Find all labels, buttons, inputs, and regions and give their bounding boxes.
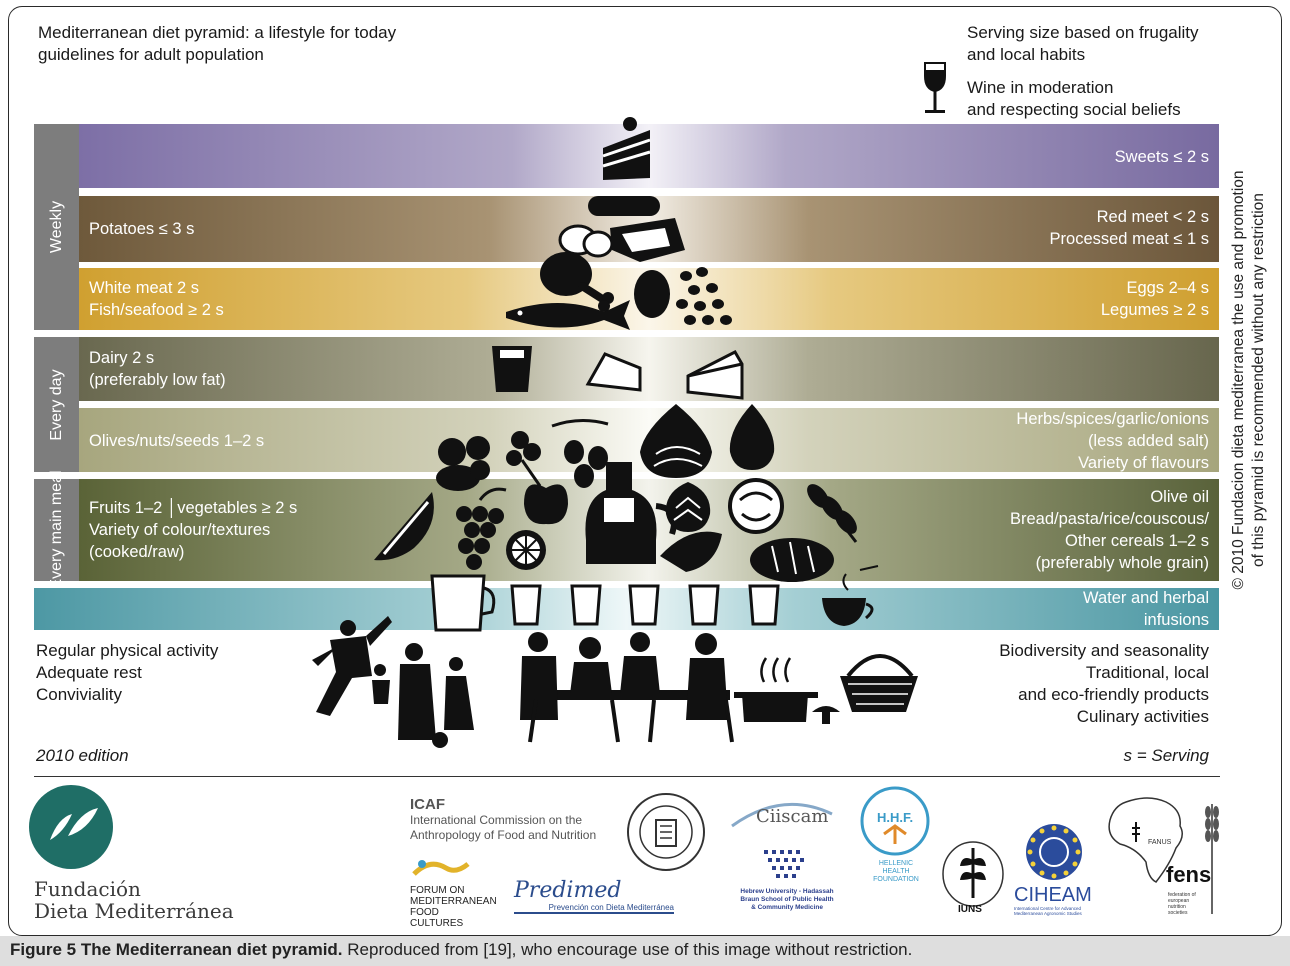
figure-caption: Figure 5 The Mediterranean diet pyramid.… bbox=[0, 936, 1290, 966]
herbs-labels: Herbs/spices/garlic/onions (less added s… bbox=[1016, 410, 1209, 472]
iuns-logo-text: IUNS bbox=[958, 904, 982, 915]
eggs-legumes-labels: Eggs 2–4 s Legumes ≥ 2 s bbox=[1100, 279, 1209, 319]
legumes-icon bbox=[676, 267, 732, 325]
water-glass-icons bbox=[510, 584, 780, 626]
cake-slice-icon bbox=[602, 117, 651, 180]
fish-icon bbox=[506, 300, 630, 330]
artichoke-icon bbox=[665, 482, 711, 532]
wine-glass-icon bbox=[924, 62, 946, 113]
predimed-logo: Predimed Prevención con Dieta Mediterrán… bbox=[514, 878, 674, 914]
fruits-labels: Fruits 1–2 │vegetables ≥ 2 s Variety of … bbox=[89, 499, 298, 561]
hhf-logo-text: HELLENIC HEALTH FOUNDATION bbox=[873, 860, 919, 883]
water-jug-icon bbox=[430, 574, 496, 632]
lifestyle-left: Regular physical activity Adequate rest … bbox=[36, 641, 219, 704]
physical-activity-people-icon bbox=[312, 616, 474, 748]
sausage-icon bbox=[588, 196, 660, 216]
sweets-label: Sweets ≤ 2 s bbox=[1114, 148, 1209, 166]
olives-icon bbox=[551, 419, 609, 488]
figure-frame bbox=[8, 6, 1282, 936]
caption-title: Figure 5 The Mediterranean diet pyramid. bbox=[10, 940, 343, 959]
fens-logo-text: fens bbox=[1166, 862, 1212, 887]
serving-size-note: Serving size based on frugality and loca… bbox=[967, 23, 1199, 64]
footer-divider bbox=[34, 776, 1220, 777]
ciheam-logo-subtext: International Centre for Advanced Medite… bbox=[1014, 906, 1082, 916]
watermelon-icon bbox=[374, 492, 434, 561]
garlic-icon bbox=[729, 404, 775, 470]
band-water: Water and herbal infusions bbox=[34, 588, 1219, 630]
potatoes-label: Potatoes ≤ 3 s bbox=[89, 220, 195, 238]
meat-labels: Red meet < 2 s Processed meat ≤ 1 s bbox=[1049, 208, 1209, 248]
ciheam-logo-icon bbox=[1026, 824, 1082, 880]
band-dairy: Dairy 2 s (preferably low fat) bbox=[79, 337, 1219, 401]
egg-icon bbox=[634, 270, 670, 318]
fundacion-logo-text: Fundación Dieta Mediterránea bbox=[34, 877, 234, 923]
side-label-every-day: Every day bbox=[34, 337, 79, 472]
wheat-icon bbox=[807, 484, 858, 543]
copyright-notice: © 2010 Fundacion dieta mediterranea the … bbox=[1230, 170, 1267, 590]
forum-logo: FORUM ON MEDITERRANEAN FOOD CULTURES bbox=[410, 858, 497, 929]
onion-icon bbox=[640, 404, 712, 478]
teacup-icon bbox=[822, 565, 879, 626]
family-meal-icon bbox=[520, 632, 734, 743]
hhf-logo-label: H.H.F. bbox=[877, 810, 913, 825]
basket-icon bbox=[840, 654, 918, 712]
fanus-africa-map-icon: FANUS bbox=[1108, 797, 1183, 883]
cereals-labels: Olive oil Bread/pasta/rice/couscous/ Oth… bbox=[1009, 488, 1209, 572]
caption-text: Reproduced from [19], who encourage use … bbox=[342, 940, 913, 959]
parsley-icon bbox=[506, 431, 542, 487]
ciheam-logo-text: CIHEAM bbox=[1014, 884, 1092, 906]
fundacion-logo-icon bbox=[29, 785, 113, 869]
water-labels: Water and herbal infusions bbox=[1083, 589, 1209, 629]
ciiscam-swoosh-icon bbox=[731, 802, 833, 828]
hebrew-university-grid-icon bbox=[764, 850, 804, 878]
side-label-every-main-meal: Every main meal bbox=[34, 470, 79, 590]
cooking-pot-icon bbox=[734, 657, 818, 722]
cabbage-icon bbox=[728, 478, 784, 534]
grapes-icon bbox=[456, 487, 507, 570]
pyramid-title: Mediterranean diet pyramid: a lifestyle … bbox=[38, 23, 397, 64]
steak-icon bbox=[610, 218, 685, 262]
fens-wheat-icon bbox=[1205, 804, 1219, 914]
leafy-vegetable-icon bbox=[660, 531, 722, 572]
fanus-logo-label: FANUS bbox=[1148, 839, 1172, 846]
white-meat-labels: White meat 2 s Fish/seafood ≥ 2 s bbox=[89, 279, 224, 319]
univpm-seal-icon bbox=[627, 793, 705, 871]
serving-note: s = Serving bbox=[1123, 746, 1209, 765]
olive-oil-jug-icon bbox=[585, 462, 677, 564]
wine-note: Wine in moderation and respecting social… bbox=[967, 78, 1181, 119]
cheese-icon bbox=[585, 350, 744, 400]
olives-label: Olives/nuts/seeds 1–2 s bbox=[89, 432, 265, 450]
fens-logo-subtext: federation of european nutrition societi… bbox=[1168, 892, 1196, 916]
lifestyle-right: Biodiversity and seasonality Traditional… bbox=[999, 641, 1209, 726]
potatoes-icon bbox=[558, 224, 614, 258]
ciiscam-logo: Ciiscam bbox=[726, 796, 838, 836]
forum-wave-icon bbox=[412, 860, 470, 876]
chicken-leg-icon bbox=[540, 252, 614, 312]
dairy-labels: Dairy 2 s (preferably low fat) bbox=[89, 349, 226, 389]
mushroom-icon bbox=[812, 706, 840, 724]
bread-icon bbox=[750, 538, 834, 582]
nuts-icon bbox=[436, 436, 490, 491]
pyramid-food-illustrations bbox=[312, 117, 918, 748]
orange-slice-icon bbox=[506, 530, 546, 570]
apple-icon bbox=[524, 484, 568, 525]
icaf-logo: ICAF International Commission on the Ant… bbox=[410, 796, 597, 842]
iuns-logo-icon bbox=[942, 841, 1004, 907]
hebrew-university-text: Hebrew University - Hadassah Braun Schoo… bbox=[740, 888, 834, 911]
yogurt-icon bbox=[492, 346, 532, 392]
side-label-weekly: Weekly bbox=[34, 124, 79, 330]
edition-label: 2010 edition bbox=[36, 746, 129, 765]
hhf-logo-icon: H.H.F. bbox=[860, 786, 930, 856]
